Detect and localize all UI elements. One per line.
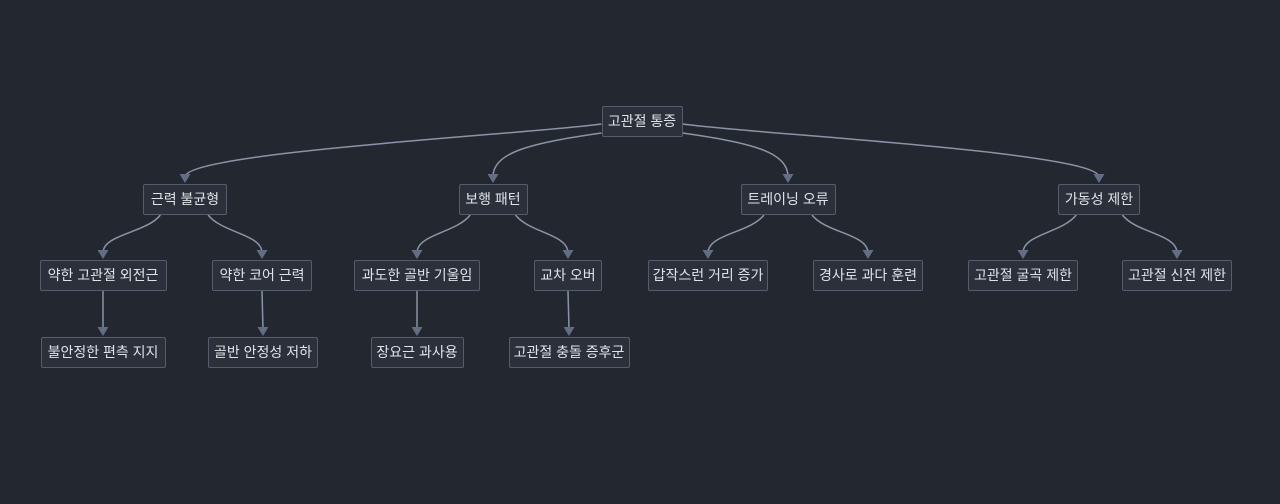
- edge-root-training: [682, 132, 789, 178]
- edge-mobility-flexion: [1022, 214, 1077, 254]
- node-distance: 갑작스런 거리 증가: [648, 260, 768, 291]
- node-training: 트레이닝 오류: [740, 184, 836, 215]
- node-mobility: 가동성 제한: [1058, 184, 1140, 215]
- arrowhead-root-mobility: [1093, 174, 1105, 183]
- arrowhead-training-distance: [702, 250, 714, 259]
- node-abductor: 약한 고관절 외전근: [39, 260, 167, 291]
- node-crossover: 교차 오버: [534, 260, 602, 291]
- edge-crossover-impingement: [567, 290, 570, 331]
- arrowhead-abductor-unilateral: [97, 327, 109, 336]
- edge-root-muscle: [184, 123, 602, 178]
- arrowhead-gait-crossover: [562, 250, 574, 259]
- edge-root-mobility: [682, 123, 1100, 178]
- arrowhead-core-pelvic-stability: [257, 327, 269, 336]
- arrowhead-pelvic-tilt-iliopsoas: [411, 327, 423, 336]
- edge-training-distance: [707, 214, 765, 254]
- arrowhead-mobility-extension: [1171, 250, 1183, 259]
- arrowhead-root-muscle: [179, 174, 191, 183]
- node-gait: 보행 패턴: [458, 184, 528, 215]
- arrowhead-crossover-impingement: [563, 327, 575, 336]
- node-core: 약한 코어 근력: [212, 260, 312, 291]
- edge-root-gait: [492, 132, 602, 178]
- node-incline: 경사로 과다 훈련: [813, 260, 923, 291]
- edge-core-pelvic-stability: [261, 290, 264, 331]
- arrowhead-training-incline: [862, 250, 874, 259]
- edge-gait-pelvic-tilt: [416, 214, 471, 254]
- arrowhead-root-gait: [487, 174, 499, 183]
- edge-muscle-abductor: [102, 214, 161, 254]
- node-impingement: 고관절 충돌 증후군: [508, 337, 630, 368]
- node-extension: 고관절 신전 제한: [1122, 260, 1232, 291]
- node-iliopsoas: 장요근 과사용: [370, 337, 464, 368]
- edge-training-incline: [811, 214, 869, 254]
- arrowhead-gait-pelvic-tilt: [411, 250, 423, 259]
- edge-muscle-core: [207, 214, 263, 254]
- arrowhead-muscle-core: [256, 250, 268, 259]
- edge-gait-crossover: [514, 214, 569, 254]
- arrowhead-mobility-flexion: [1017, 250, 1029, 259]
- node-root: 고관절 통증: [601, 106, 683, 137]
- node-pelvic-stability: 골반 안정성 저하: [208, 337, 318, 368]
- node-unilateral: 불안정한 편측 지지: [40, 337, 166, 368]
- node-flexion: 고관절 굴곡 제한: [968, 260, 1078, 291]
- arrowhead-root-training: [782, 174, 794, 183]
- node-pelvic-tilt: 과도한 골반 기울임: [354, 260, 480, 291]
- edge-mobility-extension: [1121, 214, 1178, 254]
- arrowhead-muscle-abductor: [97, 250, 109, 259]
- node-muscle: 근력 불균형: [143, 184, 227, 215]
